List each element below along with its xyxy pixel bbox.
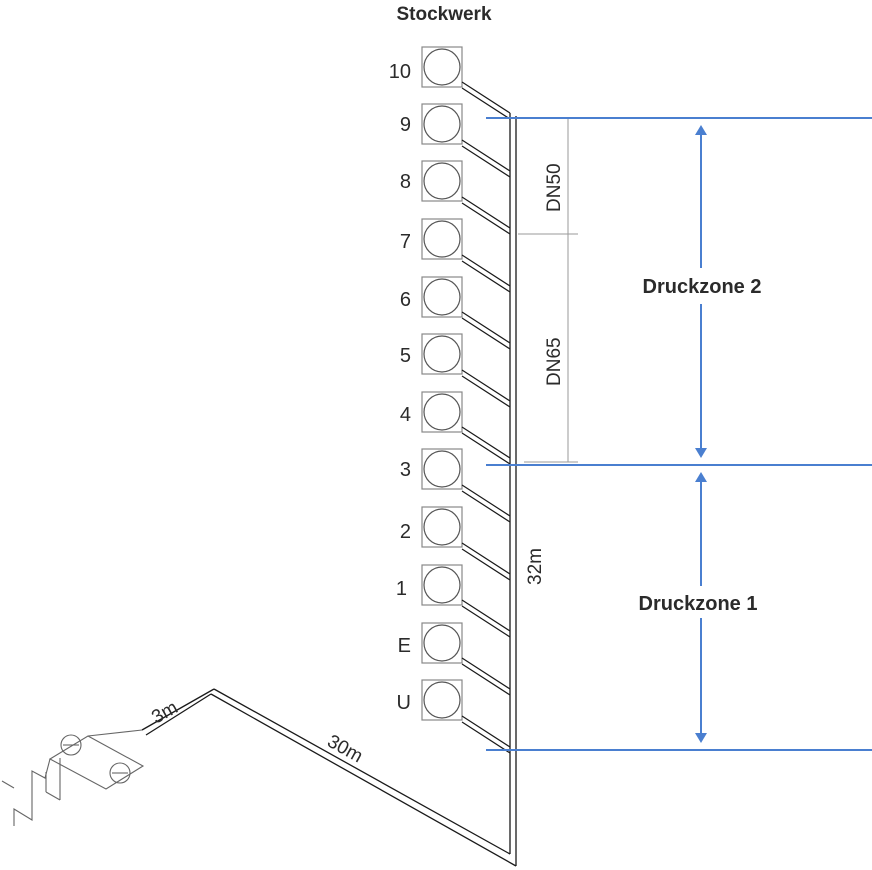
zone1-label: Druckzone 1: [639, 593, 758, 615]
floor-device-10: [421, 46, 463, 88]
riser-length-label: 32m: [525, 548, 546, 585]
floor-label-9: 9: [400, 114, 411, 136]
floor-device-3: [421, 448, 463, 490]
branch-pipe-4: [461, 426, 511, 465]
zone2-label: Druckzone 2: [643, 276, 762, 298]
feed-pipe-30m: [210, 688, 517, 867]
floor-device-2: [421, 506, 463, 548]
floor-label-2: 2: [400, 521, 411, 543]
floor-labels: 10 9 8 7 6 5 4 3 2 1 E U: [389, 61, 411, 714]
branch-pipe-7: [461, 254, 511, 293]
branch-pipe-9: [461, 139, 511, 178]
floor-device-4: [421, 391, 463, 433]
floor-label-7: 7: [400, 231, 411, 253]
branch-pipe-8: [461, 196, 511, 235]
floor-label-1: 1: [396, 578, 407, 600]
floor-device-9: [421, 103, 463, 145]
main-pipe: [141, 113, 517, 867]
dn50-label: DN50: [544, 163, 565, 212]
branch-pipe-6: [461, 311, 511, 350]
branch-pipe-5: [461, 369, 511, 408]
floor-devices: [421, 46, 463, 721]
floor-device-7: [421, 218, 463, 260]
floor-device-8: [421, 160, 463, 202]
floor-label-3: 3: [400, 459, 411, 481]
floor-label-4: 4: [400, 404, 411, 426]
floor-label-U: U: [397, 692, 411, 714]
floor-label-6: 6: [400, 289, 411, 311]
floor-label-10: 10: [389, 61, 411, 83]
riser-pipe: [509, 113, 517, 866]
floor-device-1: [421, 564, 463, 606]
diagram-title: Stockwerk: [396, 4, 491, 25]
branch-pipe-U: [461, 715, 511, 754]
branch-pipes: [461, 81, 511, 754]
floor-label-5: 5: [400, 345, 411, 367]
dn65-label: DN65: [544, 337, 565, 386]
branch-pipe-10: [461, 81, 511, 120]
zone-boundaries: [486, 117, 872, 751]
branch-pipe-E: [461, 657, 511, 696]
pump-unit-icon: [1, 729, 145, 826]
floor-device-6: [421, 276, 463, 318]
floor-device-U: [421, 679, 463, 721]
branch-pipe-2: [461, 542, 511, 581]
feed-pipe-3m: [141, 688, 215, 736]
floor-label-8: 8: [400, 171, 411, 193]
branch-pipe-3: [461, 484, 511, 523]
floor-label-E: E: [398, 635, 411, 657]
floor-device-E: [421, 622, 463, 664]
branch-pipe-1: [461, 599, 511, 638]
floor-device-5: [421, 333, 463, 375]
